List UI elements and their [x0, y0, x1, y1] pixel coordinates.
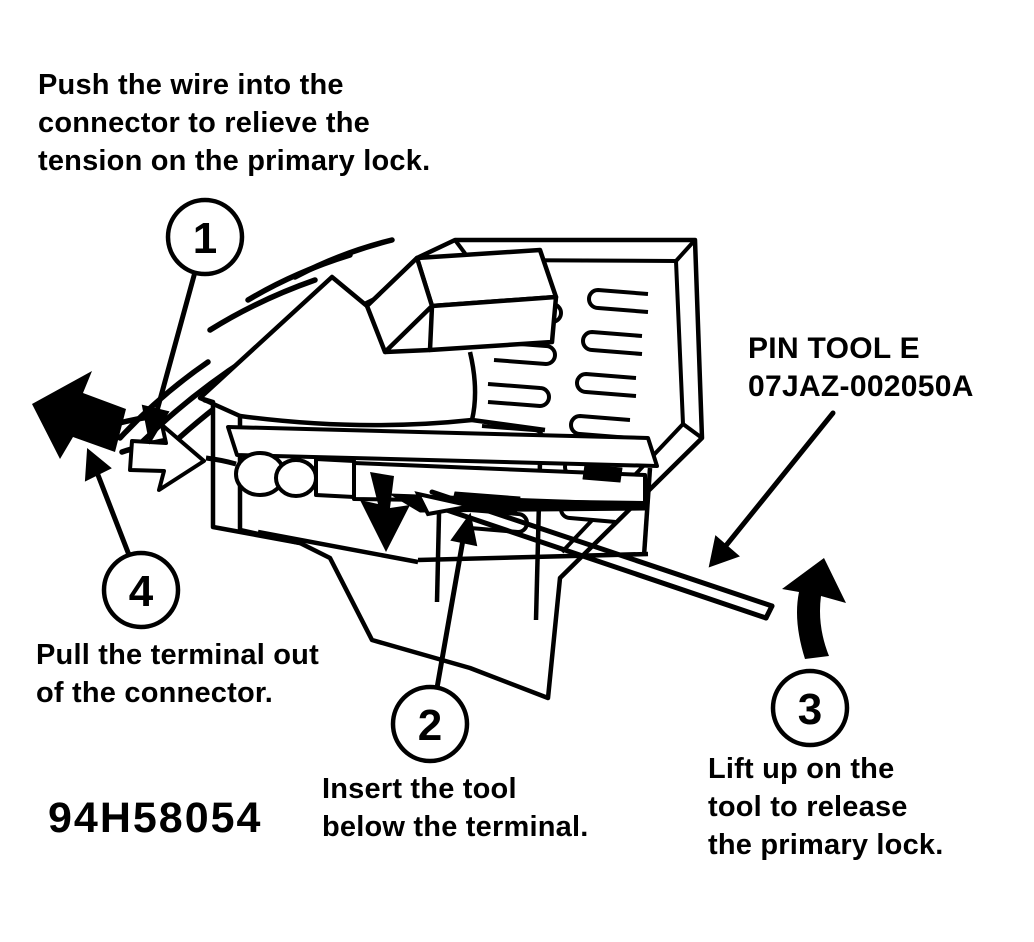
- step-3-caption-line2: tool to release: [708, 791, 908, 823]
- raised-lock-block: [364, 247, 559, 355]
- callout-3-circle: 3: [770, 668, 850, 748]
- pin-tool-shaft: [414, 489, 775, 621]
- pin-tool-tip: [414, 491, 473, 517]
- step-4-caption-line2: of the connector.: [36, 677, 274, 709]
- step-4-caption-line1: Pull the terminal out: [36, 639, 319, 671]
- callout-4-number: 4: [129, 567, 154, 616]
- push-direction-arrow: [128, 423, 206, 492]
- part-number: 94H58054: [48, 794, 263, 842]
- pin-tool-label-line2: 07JAZ-002050A: [748, 370, 974, 403]
- lift-direction-arrow: [782, 558, 846, 659]
- callout-3-number: 3: [798, 685, 822, 734]
- callout-1-number: 1: [193, 214, 217, 263]
- pull-direction-arrow: [32, 371, 126, 459]
- pin-tool-leader: [708, 410, 836, 568]
- step-3-caption-line1: Lift up on the: [708, 753, 895, 785]
- pin-tool-label: PIN TOOL E 07JAZ-002050A: [748, 330, 974, 406]
- primary-lock-strip: [226, 425, 659, 468]
- step-3-caption: Lift up on the tool to release the prima…: [708, 750, 944, 864]
- step-2-caption: Insert the tool below the terminal.: [322, 770, 588, 846]
- step-1-caption: Push the wire into the connector to reli…: [38, 66, 430, 180]
- step-3-caption-line3: the primary lock.: [708, 829, 944, 861]
- callout-4-circle: 4: [101, 550, 181, 630]
- step-4-caption: Pull the terminal out of the connector.: [36, 636, 319, 712]
- callout-2-number: 2: [418, 701, 442, 750]
- callout-leaders: [84, 269, 836, 691]
- callout-2-leader: [434, 512, 478, 691]
- callout-4-leader: [84, 447, 132, 558]
- step-1-caption-line2: connector to relieve the: [38, 107, 370, 139]
- lock-tab-shadow: [582, 464, 623, 483]
- step-2-caption-line1: Insert the tool: [322, 773, 517, 805]
- callout-circles: 1 2 3 4: [101, 197, 850, 764]
- step-2-caption-line2: below the terminal.: [322, 811, 589, 843]
- step-1-caption-line1: Push the wire into the: [38, 69, 344, 101]
- step-1-caption-line3: tension on the primary lock.: [38, 145, 431, 177]
- callout-2-circle: 2: [390, 684, 470, 764]
- wire-stub: [205, 455, 237, 467]
- housing-edge-lines: [199, 351, 653, 621]
- callout-1-circle: 1: [165, 197, 245, 277]
- release-direction-arrow: [360, 472, 410, 552]
- terminal-crimp: [314, 457, 356, 499]
- wire-crimp-barrel: [274, 458, 318, 498]
- terminal-wire: [205, 425, 659, 515]
- pin-tool-label-line1: PIN TOOL E: [748, 332, 920, 365]
- callout-1-leader: [141, 269, 198, 445]
